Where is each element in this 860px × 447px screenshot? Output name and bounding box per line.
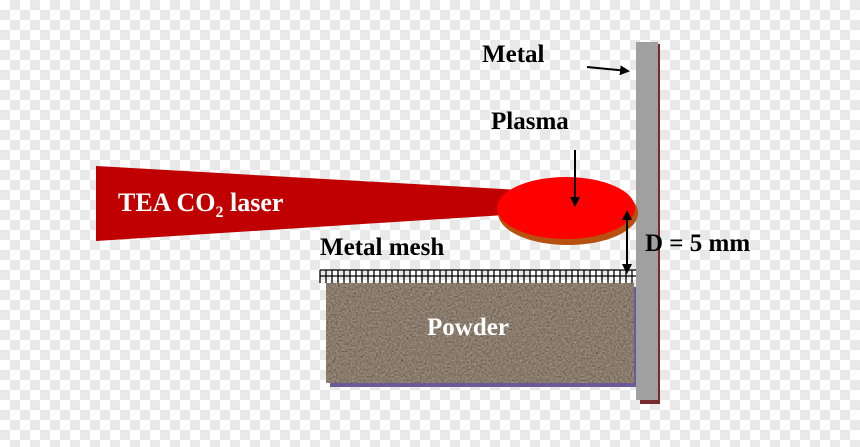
metal-mesh-label: Metal mesh	[320, 234, 445, 261]
laser-label-subscript: 2	[215, 204, 224, 222]
powder-label: Powder	[427, 314, 509, 341]
metal-plate	[636, 42, 658, 400]
plasma-label: Plasma	[491, 108, 569, 135]
powder-bed	[326, 283, 634, 383]
laser-label-rest: laser	[223, 188, 284, 217]
laser-label: TEA CO2 laser	[118, 188, 283, 222]
laser-beam	[96, 166, 520, 241]
plasma	[497, 177, 635, 239]
metal-label: Metal	[482, 41, 545, 68]
distance-label: D = 5 mm	[645, 230, 751, 257]
metal-mesh	[319, 269, 636, 283]
laser-label-main: TEA CO	[118, 188, 216, 217]
metal-arrow	[586, 65, 630, 76]
